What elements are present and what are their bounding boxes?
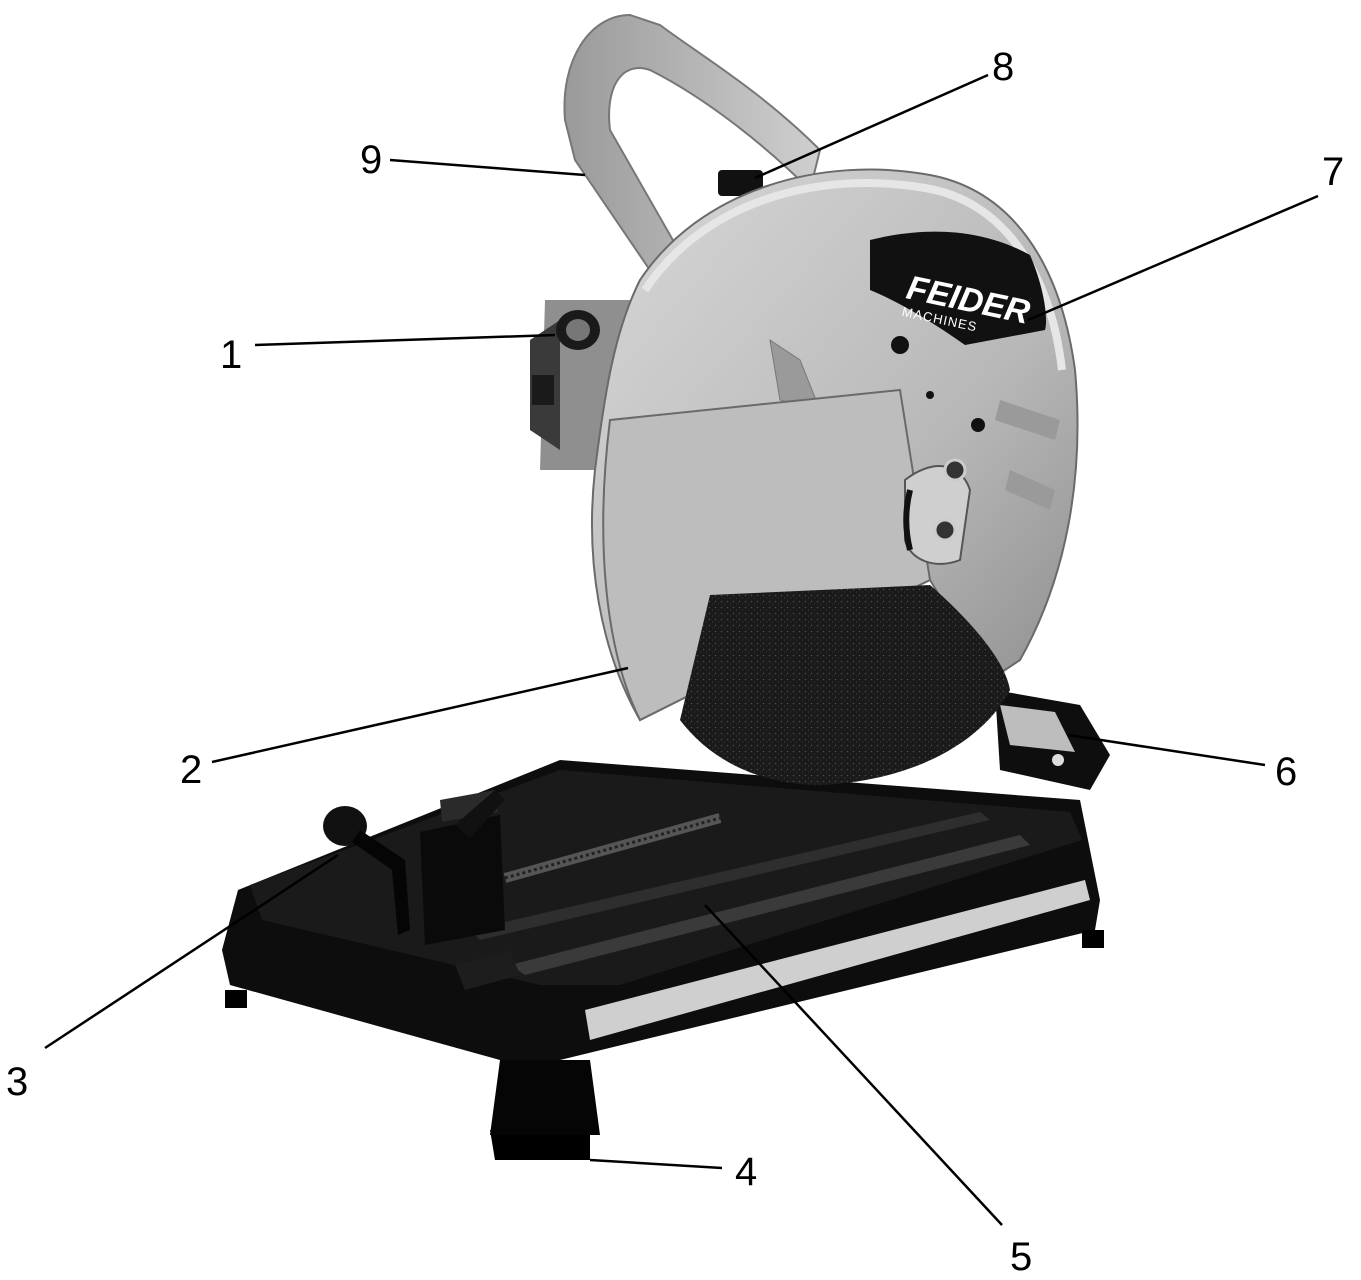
leader-2: [211, 666, 629, 764]
guide-fence: [995, 690, 1110, 790]
leader-1: [254, 333, 556, 347]
leader-7: [1027, 194, 1319, 322]
callout-3: 3: [6, 1060, 28, 1104]
leader-3: [44, 853, 339, 1050]
leader-4: [589, 1158, 723, 1170]
leader-lines: [44, 73, 1319, 1226]
callout-5: 5: [1010, 1235, 1032, 1279]
callout-numbers: 1 2 3 4 5 6 7 8 9: [6, 45, 1344, 1279]
callout-6: 6: [1275, 750, 1297, 794]
leader-6: [1067, 733, 1266, 767]
leader-5: [704, 904, 1003, 1226]
callout-4: 4: [735, 1150, 757, 1194]
callout-7: 7: [1322, 150, 1344, 194]
callout-9: 9: [360, 138, 382, 182]
cutting-disc: [680, 585, 1010, 785]
callout-1: 1: [220, 333, 242, 377]
callout-2: 2: [180, 748, 202, 792]
blade-guard: [591, 168, 1079, 722]
leader-8: [754, 73, 989, 180]
callout-8: 8: [992, 45, 1014, 89]
vise-assembly: [323, 790, 722, 990]
leader-9: [389, 158, 586, 177]
